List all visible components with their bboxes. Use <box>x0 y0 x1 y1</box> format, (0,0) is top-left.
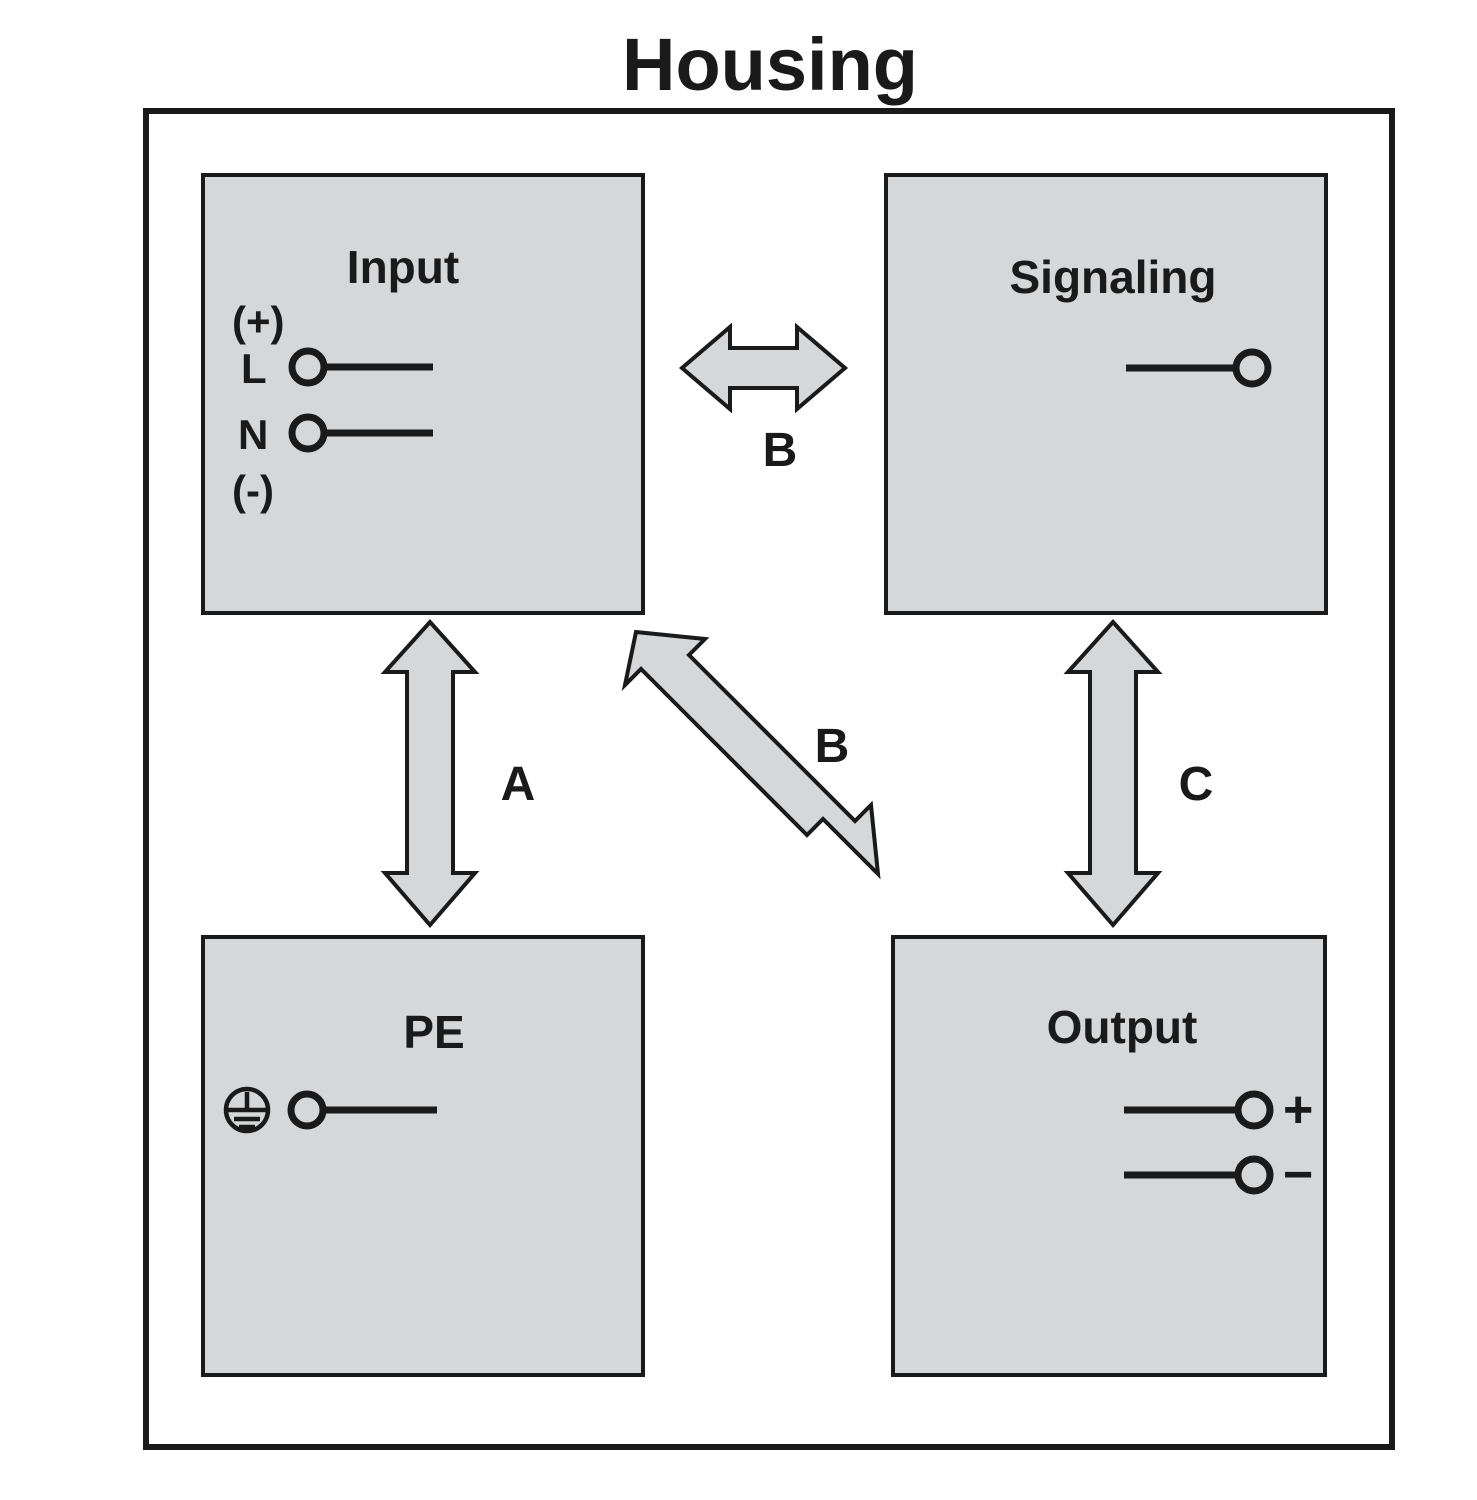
input-terminal-n[interactable] <box>288 413 433 453</box>
arrow-diagonal-bidirectional-icon <box>621 629 881 880</box>
pe-terminal[interactable] <box>287 1090 437 1130</box>
arrow-input-signaling[interactable]: B <box>678 322 849 477</box>
signaling-terminal[interactable] <box>1126 348 1272 388</box>
block-input-rect <box>201 173 645 615</box>
arrow-label-b-diagonal: B <box>815 720 850 773</box>
block-output[interactable]: Output + − <box>891 935 1327 1377</box>
input-terminal-l[interactable] <box>288 347 433 387</box>
input-terminal-label-n: N <box>238 411 268 458</box>
block-pe-label: PE <box>403 1006 464 1058</box>
output-terminal-label-negative: − <box>1283 1146 1313 1204</box>
page-title: Housing <box>622 23 918 106</box>
input-terminal-label-l: L <box>241 345 267 392</box>
input-polarity-negative: (-) <box>232 467 274 514</box>
output-terminal-label-positive: + <box>1283 1081 1313 1139</box>
block-input[interactable]: Input (+) L N (-) <box>201 173 645 615</box>
arrow-vertical-bidirectional-icon <box>1063 619 1163 929</box>
terminal-circle-icon <box>1234 1090 1274 1130</box>
arrow-label-a: A <box>501 758 536 811</box>
arrow-input-output[interactable]: B <box>621 629 881 880</box>
terminal-circle-icon <box>1232 348 1272 388</box>
block-signaling[interactable]: Signaling <box>884 173 1328 615</box>
output-terminal-positive[interactable] <box>1124 1090 1274 1130</box>
arrow-vertical-bidirectional-icon <box>380 619 480 929</box>
arrow-signaling-output[interactable]: C <box>1063 619 1214 929</box>
terminal-circle-icon <box>1234 1155 1274 1195</box>
arrow-horizontal-bidirectional-icon <box>678 322 849 414</box>
protective-earth-icon <box>223 1086 271 1134</box>
block-output-label: Output <box>1047 1001 1198 1053</box>
arrow-label-b-horizontal: B <box>763 424 798 477</box>
arrow-input-pe[interactable]: A <box>380 619 536 929</box>
block-pe-rect <box>201 935 645 1377</box>
block-signaling-label: Signaling <box>1010 251 1217 303</box>
arrow-label-c: C <box>1179 758 1214 811</box>
block-signaling-rect <box>884 173 1328 615</box>
block-pe[interactable]: PE <box>201 935 645 1377</box>
output-terminal-negative[interactable] <box>1124 1155 1274 1195</box>
block-input-label: Input <box>347 241 459 293</box>
input-polarity-positive: (+) <box>232 298 285 345</box>
